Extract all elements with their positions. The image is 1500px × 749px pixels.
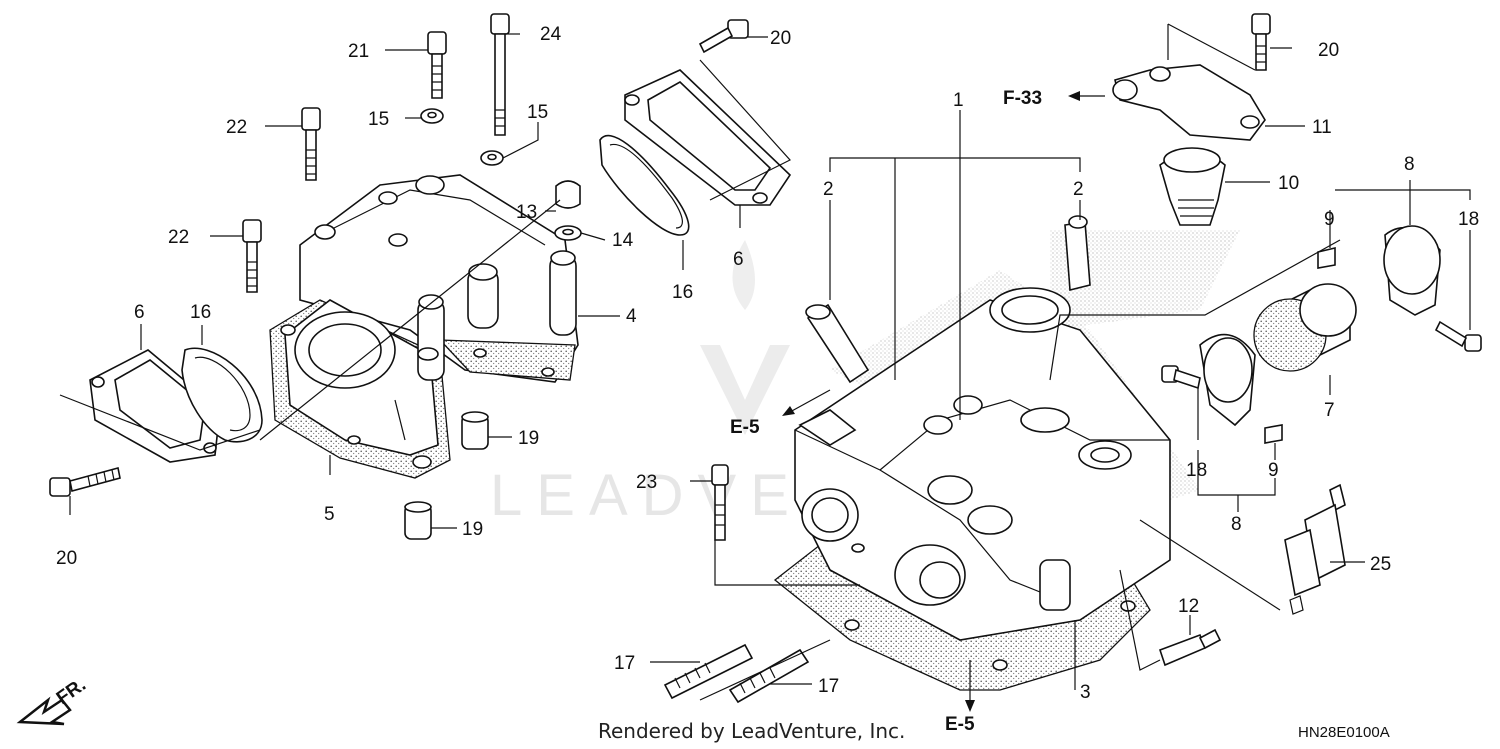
leader-lines	[59, 23, 1471, 701]
left-cover-plate	[89, 347, 263, 463]
callout-17-right: 17	[818, 676, 839, 697]
upper-cover-plate	[599, 19, 792, 236]
callout-20-top: 20	[770, 28, 791, 49]
callout-13: 13	[516, 202, 537, 223]
callout-17-left: 17	[614, 653, 635, 674]
callout-12: 12	[1178, 596, 1199, 617]
callout-18-top: 18	[1458, 209, 1479, 230]
callout-7: 7	[1324, 400, 1335, 421]
callout-15-left: 15	[368, 109, 389, 130]
callout-8-top: 8	[1404, 154, 1415, 175]
callout-23: 23	[636, 472, 657, 493]
callout-16-top: 16	[672, 282, 693, 303]
callout-10: 10	[1278, 173, 1299, 194]
left-fasteners	[49, 13, 582, 540]
part-labels: 21 24 20 22 15 15 13 14 22 4 6 16 16 6 1…	[56, 24, 1479, 703]
callout-3: 3	[1080, 682, 1091, 703]
callout-9-bottom: 9	[1268, 460, 1279, 481]
callout-16-left: 16	[190, 302, 211, 323]
callout-2-left: 2	[823, 179, 834, 200]
callout-15-right: 15	[527, 102, 548, 123]
callout-14: 14	[612, 230, 634, 251]
ref-arrows	[782, 91, 1105, 712]
callout-6-left: 6	[134, 302, 145, 323]
ref-e5-upper: E-5	[730, 417, 760, 438]
diagram-code: HN28E0100A	[1298, 724, 1390, 741]
callout-2-right: 2	[1073, 179, 1084, 200]
front-arrow-icon: FR.	[16, 674, 90, 726]
render-credit: Rendered by LeadVenture, Inc.	[598, 719, 905, 743]
cylinder-head	[773, 287, 1171, 691]
callout-18-bottom: 18	[1186, 460, 1207, 481]
callout-19-lower: 19	[462, 519, 483, 540]
cylinder-head-cover	[299, 174, 579, 383]
callout-4: 4	[626, 306, 637, 327]
callout-22-top: 22	[226, 117, 247, 138]
callout-19-upper: 19	[518, 428, 539, 449]
callout-8-bottom: 8	[1231, 514, 1242, 535]
callout-20-right: 20	[1318, 40, 1339, 61]
callout-20-left: 20	[56, 548, 77, 569]
callout-5: 5	[324, 504, 335, 525]
callout-24: 24	[540, 24, 562, 45]
head-cover-base	[269, 294, 451, 479]
callout-9-top: 9	[1324, 209, 1335, 230]
callout-21: 21	[348, 41, 369, 62]
callout-1: 1	[953, 90, 964, 111]
callout-22-lower: 22	[168, 227, 189, 248]
thermostat-group	[1112, 13, 1271, 226]
hose-group	[1161, 225, 1482, 444]
head-pipes	[805, 215, 1091, 384]
callout-25: 25	[1370, 554, 1391, 575]
callout-6-top: 6	[733, 249, 744, 270]
plug-and-studs	[663, 464, 1346, 704]
ref-f33: F-33	[1003, 88, 1042, 109]
callout-11: 11	[1312, 117, 1332, 138]
ref-e5-lower: E-5	[945, 714, 975, 735]
